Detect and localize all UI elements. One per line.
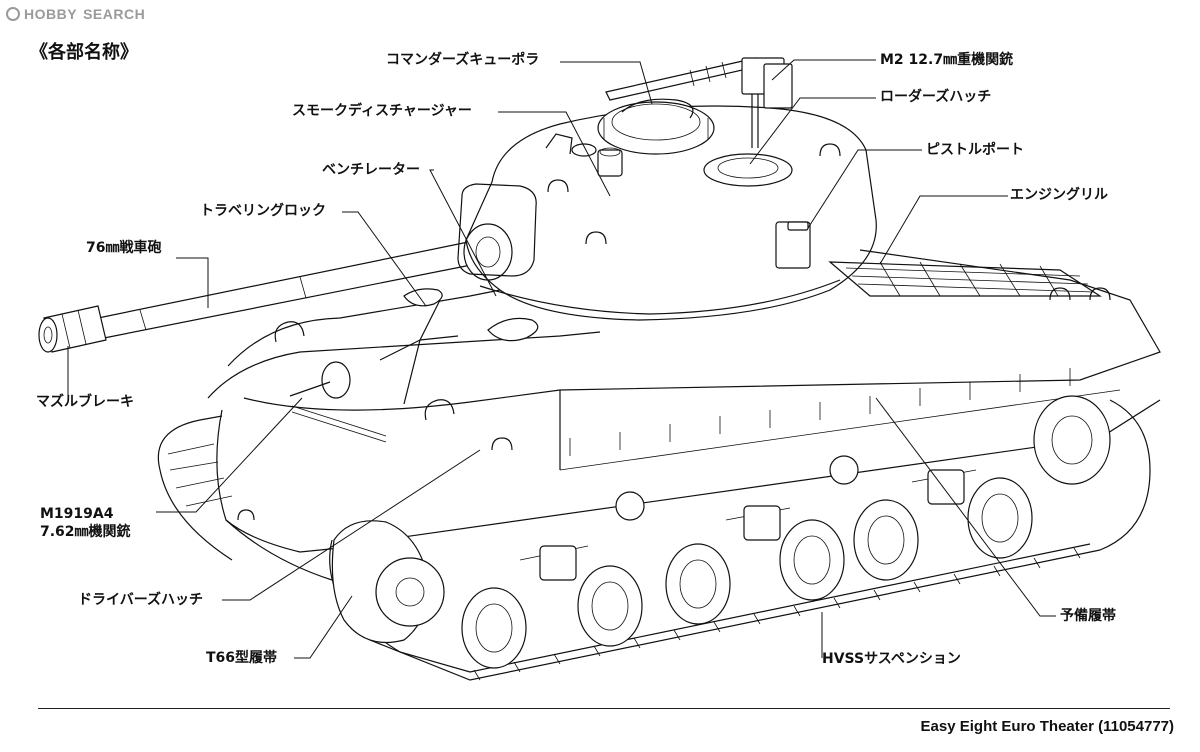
label-main-gun: 76㎜戦車砲	[86, 240, 162, 256]
label-pistol-port: ピストルポート	[926, 142, 1024, 158]
watermark-logo-text: HOBBY	[24, 6, 78, 22]
label-driver-hatch: ドライバーズハッチ	[78, 592, 204, 608]
label-smoke-discharger: スモークディスチャージャー	[292, 103, 472, 119]
label-m1919-line1: M1919A4	[40, 506, 114, 522]
label-m2-machine-gun: M2 12.7㎜重機関銃	[880, 52, 1014, 68]
label-t66-track: T66型履帯	[206, 650, 278, 666]
label-m1919-line2: 7.62㎜機関銃	[40, 524, 131, 540]
turret-drawing	[457, 98, 877, 321]
m2-machine-gun-drawing	[605, 57, 793, 148]
parts-names-heading: 《各部名称》	[30, 42, 138, 63]
track-and-suspension-drawing	[157, 395, 1151, 681]
footer-rule	[38, 708, 1170, 709]
label-muzzle-brake: マズルブレーキ	[36, 394, 134, 410]
label-spare-track: 予備履帯	[1060, 608, 1116, 624]
gun-mantlet	[463, 223, 513, 281]
leader-lines	[67, 59, 1056, 659]
muzzle-brake-drawing	[38, 305, 107, 353]
label-ventilator: ベンチレーター	[322, 162, 420, 178]
label-travel-lock: トラベリングロック	[200, 203, 326, 219]
footer-product-name: Easy Eight Euro Theater (11054777)	[920, 718, 1174, 735]
spare-track-drawing	[559, 368, 1121, 471]
label-commander-cupola: コマンダーズキューポラ	[386, 52, 540, 68]
logo-icon	[6, 7, 20, 21]
watermark-search-text: SEARCH	[83, 6, 146, 22]
label-loader-hatch: ローダーズハッチ	[880, 89, 992, 105]
hobby-search-watermark: HOBBY SEARCH	[6, 4, 145, 24]
label-engine-grill: エンジングリル	[1010, 187, 1108, 203]
hull-drawing	[207, 249, 1161, 581]
label-hvss-suspension: HVSSサスペンション	[822, 651, 961, 667]
